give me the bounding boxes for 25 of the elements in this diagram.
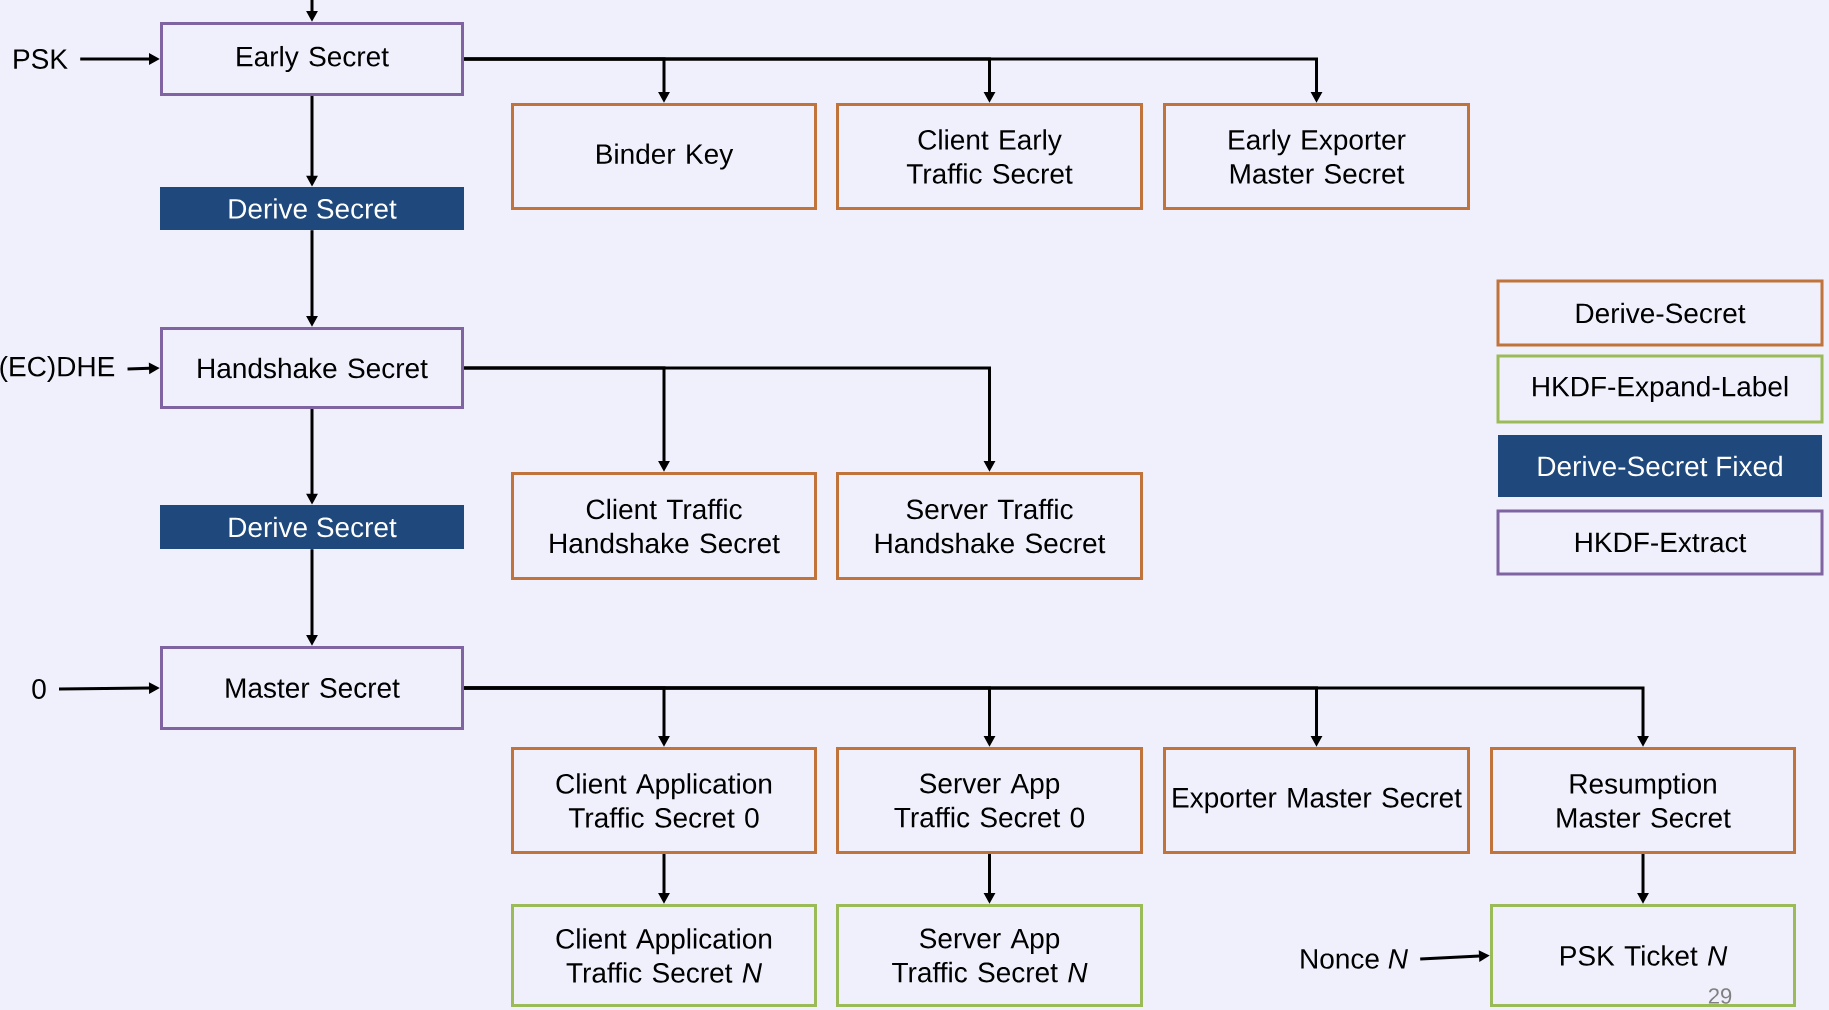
derive-secret-box: Derive Secret [160, 187, 464, 230]
legend-box: HKDF-Extract [1496, 509, 1824, 576]
secret-box: Binder Key [511, 103, 817, 210]
secret-box: Early Secret [160, 22, 464, 96]
secret-box: Client Application Traffic Secret N [511, 904, 817, 1007]
secret-box: Client Application Traffic Secret 0 [511, 747, 817, 854]
input-label: 0 [32, 679, 46, 699]
input-label: Nonce N [1301, 949, 1408, 969]
secret-box: Exporter Master Secret [1163, 747, 1470, 854]
secret-box: Client Early Traffic Secret [836, 103, 1143, 210]
input-label: PSK [14, 49, 68, 69]
secret-box: Server Traffic Handshake Secret [836, 472, 1143, 580]
secret-box: Resumption Master Secret [1490, 747, 1796, 854]
secret-box: Early Exporter Master Secret [1163, 103, 1470, 210]
page-number: 29 [1708, 988, 1732, 1004]
secret-box: Handshake Secret [160, 327, 464, 409]
secret-box: Server App Traffic Secret N [836, 904, 1143, 1007]
secret-box: Master Secret [160, 646, 464, 730]
secret-box: Server App Traffic Secret 0 [836, 747, 1143, 854]
secret-box: Client Traffic Handshake Secret [511, 472, 817, 580]
input-label: (EC)DHE [0, 355, 115, 383]
derive-secret-box: Derive Secret [160, 505, 464, 549]
legend-box: Derive-Secret [1496, 279, 1824, 347]
legend-box: Derive-Secret Fixed [1498, 435, 1822, 497]
legend-box: HKDF-Expand-Label [1496, 354, 1824, 424]
